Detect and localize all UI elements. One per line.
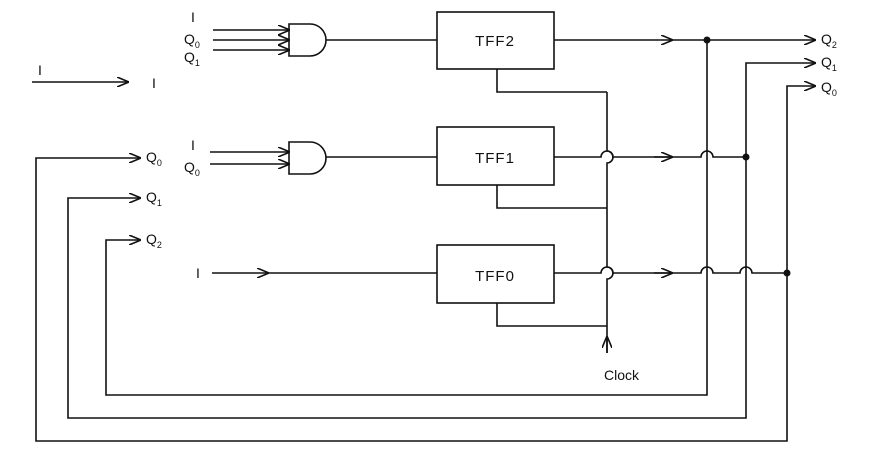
output-q0-label: Q0 [821, 79, 837, 98]
and-gate-top [288, 23, 327, 57]
legend-input-label: I [38, 62, 42, 78]
tff1-output-wire [554, 150, 672, 158]
output-q1-label: Q1 [821, 54, 837, 73]
tff1-label: TFF1 [475, 150, 515, 167]
q1-output-wire [745, 63, 815, 157]
and-gate-mid [288, 141, 327, 175]
and-gate-top-inputs: I Q0 Q1 [184, 9, 289, 68]
and-top-input-q0: Q0 [184, 31, 200, 50]
feedback-q1-label: Q1 [146, 189, 162, 208]
tff0-label: TFF0 [475, 268, 515, 285]
and-mid-input-i: I [191, 137, 195, 153]
legend-output-label: I [152, 75, 156, 91]
tff0-block: TFF0 [436, 244, 555, 304]
q0-horizontal-wire [672, 266, 787, 274]
q1-feedback-wire [67, 157, 747, 419]
tff1-block: TFF1 [436, 126, 555, 186]
tff1-box [436, 126, 555, 186]
tff0-output-wire [554, 266, 672, 274]
q2-feedback-wire [105, 40, 708, 396]
feedback-q2-label: Q2 [146, 231, 162, 250]
clock-bus [606, 92, 614, 353]
q0-output-wire [786, 86, 815, 273]
q0-feedback-wire [35, 158, 788, 442]
clock-network: Clock [496, 69, 640, 383]
and-top-input-q1: Q1 [184, 49, 200, 68]
tff2-label: TFF2 [475, 33, 515, 50]
tff1-clock-wire [496, 185, 607, 209]
tff0-clock-wire [496, 303, 607, 327]
clock-label: Clock [604, 367, 640, 383]
output-q2-label: Q2 [821, 31, 837, 50]
tff2-block: TFF2 [436, 11, 555, 70]
and-gate-mid-inputs: I Q0 [184, 137, 289, 178]
tff0-input-label: I [196, 265, 200, 281]
tff2-clock-wire [496, 69, 607, 93]
q1-horizontal-wire [672, 150, 746, 158]
tff0-box [436, 244, 555, 304]
and-top-input-i: I [191, 9, 195, 25]
feedback-q0-label: Q0 [146, 149, 162, 168]
and-mid-input-q0: Q0 [184, 159, 200, 178]
legend: I I [32, 62, 156, 91]
